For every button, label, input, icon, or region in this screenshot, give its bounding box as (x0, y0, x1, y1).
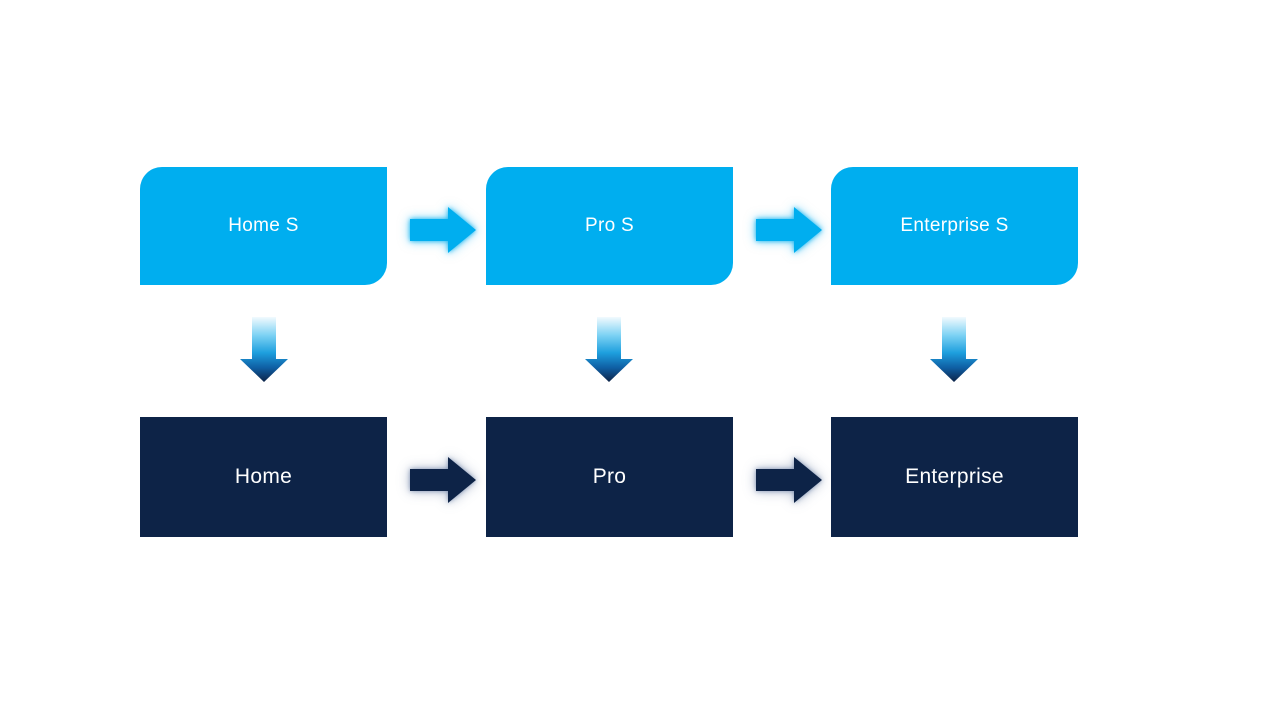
down-arrow-icon (930, 317, 978, 382)
right-arrow-shape (410, 457, 476, 503)
right-arrow-icon (410, 457, 476, 503)
top-box-pro-s-label: Pro S (584, 215, 635, 236)
bottom-box-pro-label: Pro (592, 465, 627, 488)
top-box-home-s: Home S (140, 167, 387, 285)
right-arrow-icon (756, 457, 822, 503)
down-arrow-shape (585, 317, 633, 382)
right-arrow-icon (756, 207, 822, 253)
down-arrow-icon (585, 317, 633, 382)
top-box-home-s-label: Home S (228, 215, 299, 236)
right-arrow-shape (756, 457, 822, 503)
bottom-box-pro: Pro (486, 417, 733, 537)
bottom-box-enterprise-label: Enterprise (905, 465, 1004, 488)
down-arrow-shape (930, 317, 978, 382)
right-arrow-shape (410, 207, 476, 253)
bottom-box-enterprise: Enterprise (831, 417, 1078, 537)
bottom-box-home-label: Home (234, 465, 293, 488)
down-arrow-icon (240, 317, 288, 382)
bottom-box-home: Home (140, 417, 387, 537)
down-arrow-shape (240, 317, 288, 382)
right-arrow-icon (410, 207, 476, 253)
right-arrow-shape (756, 207, 822, 253)
top-box-enterprise-s-label: Enterprise S (900, 215, 1009, 236)
top-box-enterprise-s: Enterprise S (831, 167, 1078, 285)
top-box-pro-s: Pro S (486, 167, 733, 285)
